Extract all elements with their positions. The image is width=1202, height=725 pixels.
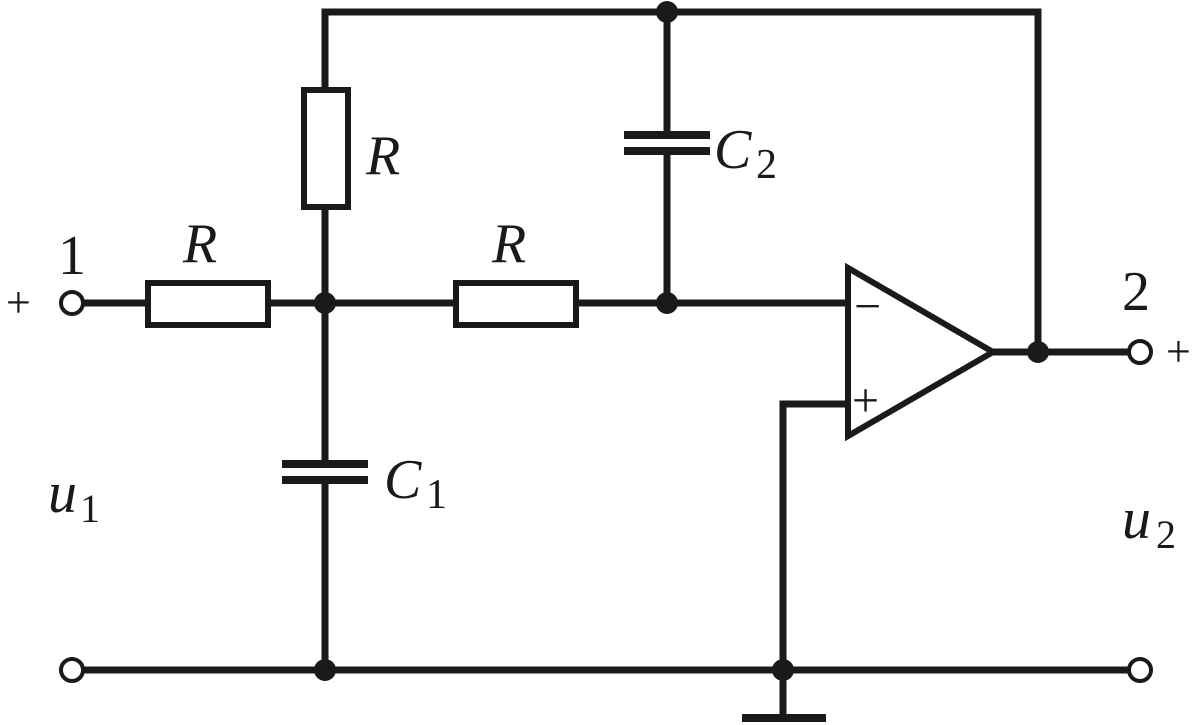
label-voltage-u2-sub: 2 bbox=[1156, 512, 1176, 557]
label-opamp-plus: + bbox=[852, 374, 879, 427]
label-terminal-1: 1 bbox=[58, 225, 86, 287]
label-plus-output: + bbox=[1166, 327, 1191, 376]
label-opamp-minus: − bbox=[854, 280, 881, 333]
label-plus-input: + bbox=[6, 278, 31, 327]
terminal-input-top bbox=[59, 290, 85, 316]
resistor-vertical bbox=[301, 87, 351, 210]
label-voltage-u2: u bbox=[1122, 486, 1151, 551]
junction-node-a bbox=[314, 292, 336, 314]
terminal-output-bottom bbox=[1127, 657, 1153, 683]
label-capacitor-c1-sub: 1 bbox=[426, 472, 447, 518]
terminal-output-top bbox=[1127, 339, 1153, 365]
capacitor-c2 bbox=[624, 131, 710, 155]
junction-output bbox=[1027, 341, 1049, 363]
resistor-middle bbox=[453, 280, 579, 328]
junction-node-b bbox=[656, 292, 678, 314]
junction-ground-opamp bbox=[772, 659, 794, 681]
label-voltage-u1: u bbox=[48, 460, 77, 525]
junction-top bbox=[656, 1, 678, 23]
label-terminal-2: 2 bbox=[1122, 261, 1150, 323]
junction-nodes bbox=[314, 1, 1049, 681]
opamp-triangle bbox=[845, 262, 999, 442]
label-resistor-middle: R bbox=[491, 213, 526, 275]
label-capacitor-c2: C bbox=[714, 119, 752, 181]
terminal-input-bottom bbox=[59, 657, 85, 683]
wire-opamp-plus-ground bbox=[779, 400, 852, 674]
resistor-input bbox=[145, 280, 271, 328]
capacitor-c1 bbox=[282, 460, 368, 484]
junction-ground-c1 bbox=[314, 659, 336, 681]
label-resistor-input: R bbox=[182, 213, 217, 275]
label-voltage-u1-sub: 1 bbox=[80, 486, 100, 531]
label-resistor-vertical: R bbox=[365, 125, 400, 187]
label-capacitor-c1: C bbox=[384, 449, 422, 511]
label-capacitor-c2-sub: 2 bbox=[756, 142, 777, 188]
wires bbox=[78, 8, 1134, 722]
